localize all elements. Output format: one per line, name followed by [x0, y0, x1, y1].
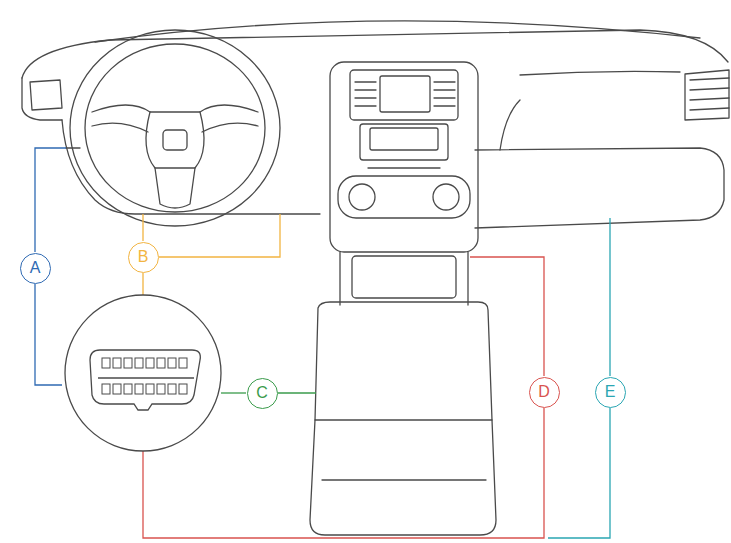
obd-pin: [146, 358, 154, 368]
obd-pin: [168, 384, 176, 394]
obd-pin: [102, 384, 110, 394]
location-letter: E: [605, 384, 616, 400]
obd-pin: [135, 358, 143, 368]
location-letter: B: [138, 249, 149, 265]
obd-pin: [102, 358, 110, 368]
location-letter: A: [30, 260, 41, 276]
obd-pin: [146, 384, 154, 394]
obd-pin: [179, 384, 187, 394]
obd-pin: [157, 384, 165, 394]
location-circle: A: [20, 253, 51, 284]
obd-pin: [135, 384, 143, 394]
obd-pin: [124, 384, 132, 394]
obd-pin: [157, 358, 165, 368]
obd-pin: [168, 358, 176, 368]
obd-pin: [113, 358, 121, 368]
location-letter: C: [256, 385, 268, 401]
location-circle: D: [529, 377, 560, 408]
obd-pin: [113, 384, 121, 394]
location-circle: C: [247, 378, 278, 409]
location-circle: B: [128, 242, 159, 273]
obd-pin: [124, 358, 132, 368]
location-letter: D: [538, 384, 550, 400]
location-circle: E: [595, 377, 626, 408]
obd-pin: [179, 358, 187, 368]
